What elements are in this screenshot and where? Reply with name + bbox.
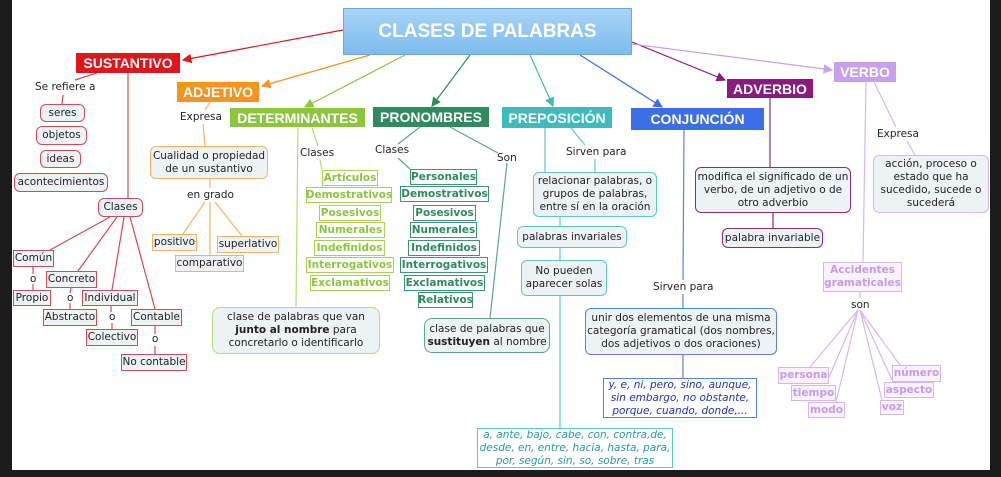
node-preposicion[interactable]: PREPOSICIÓN — [502, 107, 612, 128]
node-pronombres-desc[interactable]: clase de palabras que sustituyen al nomb… — [424, 318, 550, 353]
link-o: o — [152, 333, 159, 345]
node-no-contable[interactable]: No contable — [121, 354, 187, 371]
link-son: son — [851, 299, 870, 311]
arrow-adjetivo — [260, 54, 371, 89]
link-o: o — [109, 311, 116, 323]
node-superlativo[interactable]: superlativo — [217, 236, 279, 253]
node-posesivos[interactable]: Posesivos — [319, 205, 381, 221]
node-numerales[interactable]: Numerales — [316, 222, 385, 238]
arrow-conjuncion — [579, 54, 664, 108]
link-clases: Clases — [375, 144, 410, 156]
title-node[interactable]: CLASES DE PALABRAS — [343, 8, 632, 55]
node-relacionar[interactable]: relacionar palabras, o grupos de palabra… — [533, 172, 657, 217]
node-indefinidos[interactable]: Indefinidos — [408, 240, 480, 256]
node-determinantes-desc[interactable]: clase de palabras que van junto al nombr… — [212, 307, 380, 354]
node-interrogativos[interactable]: Interrogativos — [306, 257, 394, 273]
node-interrogativos[interactable]: Interrogativos — [400, 257, 488, 273]
node-ideas[interactable]: ideas — [40, 150, 81, 168]
node-articulos[interactable]: Artículos — [322, 170, 378, 186]
node-positivo[interactable]: positivo — [152, 234, 197, 251]
node-persona[interactable]: persona — [778, 367, 829, 384]
node-demostrativos[interactable]: Demostrativos — [400, 186, 489, 202]
node-propio[interactable]: Propio — [13, 290, 51, 306]
link-o: o — [67, 292, 74, 304]
node-accion[interactable]: acción, proceso o estado que ha sucedido… — [873, 155, 989, 213]
node-conjuncion[interactable]: CONJUNCIÓN — [631, 108, 764, 130]
desc-bold: sustituyen — [427, 335, 490, 348]
node-sustantivo[interactable]: SUSTANTIVO — [76, 53, 180, 73]
desc-bold: junto al nombre — [235, 324, 330, 336]
arrow-preposicion — [529, 54, 554, 108]
node-no-pueden[interactable]: No pueden aparecer solas — [521, 260, 607, 296]
link-expresa: Expresa — [877, 128, 919, 140]
node-objetos[interactable]: objetos — [36, 126, 87, 145]
node-acontecimientos[interactable]: acontecimientos — [14, 173, 108, 192]
node-numero[interactable]: número — [892, 365, 941, 382]
desc-text: clase de palabras que — [429, 322, 545, 335]
node-preposiciones-list[interactable]: a, ante, bajo, cabe, con, contra,de, des… — [477, 428, 673, 468]
link-o: o — [30, 273, 37, 285]
node-numerales[interactable]: Numerales — [410, 222, 477, 238]
node-exclamativos[interactable]: Exclamativos — [310, 275, 390, 291]
arrow-sustantivo — [181, 29, 344, 64]
node-personales[interactable]: Personales — [410, 169, 477, 185]
node-contable[interactable]: Contable — [131, 309, 182, 326]
node-demostrativos[interactable]: Demostrativos — [306, 187, 392, 203]
link-clases: Clases — [300, 147, 335, 159]
node-concreto[interactable]: Concreto — [46, 271, 97, 288]
node-verbo[interactable]: VERBO — [834, 62, 896, 82]
node-palabras-invariales[interactable]: palabras invariales — [517, 226, 627, 248]
node-exclamativos[interactable]: Exclamativos — [404, 275, 485, 291]
node-modifica[interactable]: modifica el significado de un verbo, de … — [695, 167, 851, 213]
node-tiempo[interactable]: tiempo — [791, 385, 836, 401]
node-aspecto[interactable]: aspecto — [884, 382, 934, 398]
link-sirven-para: Sirven para — [566, 146, 627, 158]
desc-text: para concretarlo o identificarlo — [228, 324, 364, 349]
node-adjetivo[interactable]: ADJETIVO — [177, 82, 259, 102]
node-comparativo[interactable]: comparativo — [175, 255, 244, 272]
link-se-refiere-a: Se refiere a — [35, 81, 96, 93]
node-clases-sustantivo[interactable]: Clases — [98, 198, 143, 217]
node-unir[interactable]: unir dos elementos de una misma categorí… — [585, 308, 777, 355]
desc-text: al nombre — [489, 335, 547, 348]
node-determinantes[interactable]: DETERMINANTES — [230, 108, 365, 127]
node-posesivos[interactable]: Posesivos — [413, 205, 476, 221]
node-adverbio[interactable]: ADVERBIO — [727, 79, 813, 98]
link-expresa: Expresa — [180, 111, 222, 123]
node-abstracto[interactable]: Abstracto — [43, 309, 97, 326]
node-voz[interactable]: voz — [880, 400, 904, 415]
node-relativos[interactable]: Relativos — [418, 292, 473, 308]
desc-text: clase de palabras que van — [227, 311, 365, 323]
node-cualidad[interactable]: Cualidad o propiedad de un sustantivo — [150, 146, 268, 179]
arrow-verbo — [631, 43, 834, 74]
node-indefinidos[interactable]: Indefinidos — [314, 240, 385, 256]
node-accidentes[interactable]: Accidentes gramaticales — [823, 262, 902, 292]
node-pronombres[interactable]: PRONOMBRES — [373, 107, 489, 127]
node-conjunciones-list[interactable]: y, e, ni, pero, sino, aunque, sin embarg… — [603, 378, 757, 418]
arrow-adverbio — [631, 41, 727, 82]
arrow-determinantes — [303, 54, 406, 108]
link-en-grado: en grado — [187, 189, 234, 201]
link-son: Son — [497, 152, 517, 164]
node-colectivo[interactable]: Colectivo — [86, 329, 138, 346]
node-seres[interactable]: seres — [40, 104, 85, 122]
node-comun[interactable]: Común — [13, 250, 54, 267]
node-modo[interactable]: modo — [808, 402, 845, 418]
link-sirven-para: Sirven para — [653, 281, 714, 293]
arrow-pronombres — [431, 54, 471, 107]
node-individual[interactable]: Individual — [82, 290, 138, 306]
node-palabra-invariable[interactable]: palabra invariable — [722, 228, 823, 248]
